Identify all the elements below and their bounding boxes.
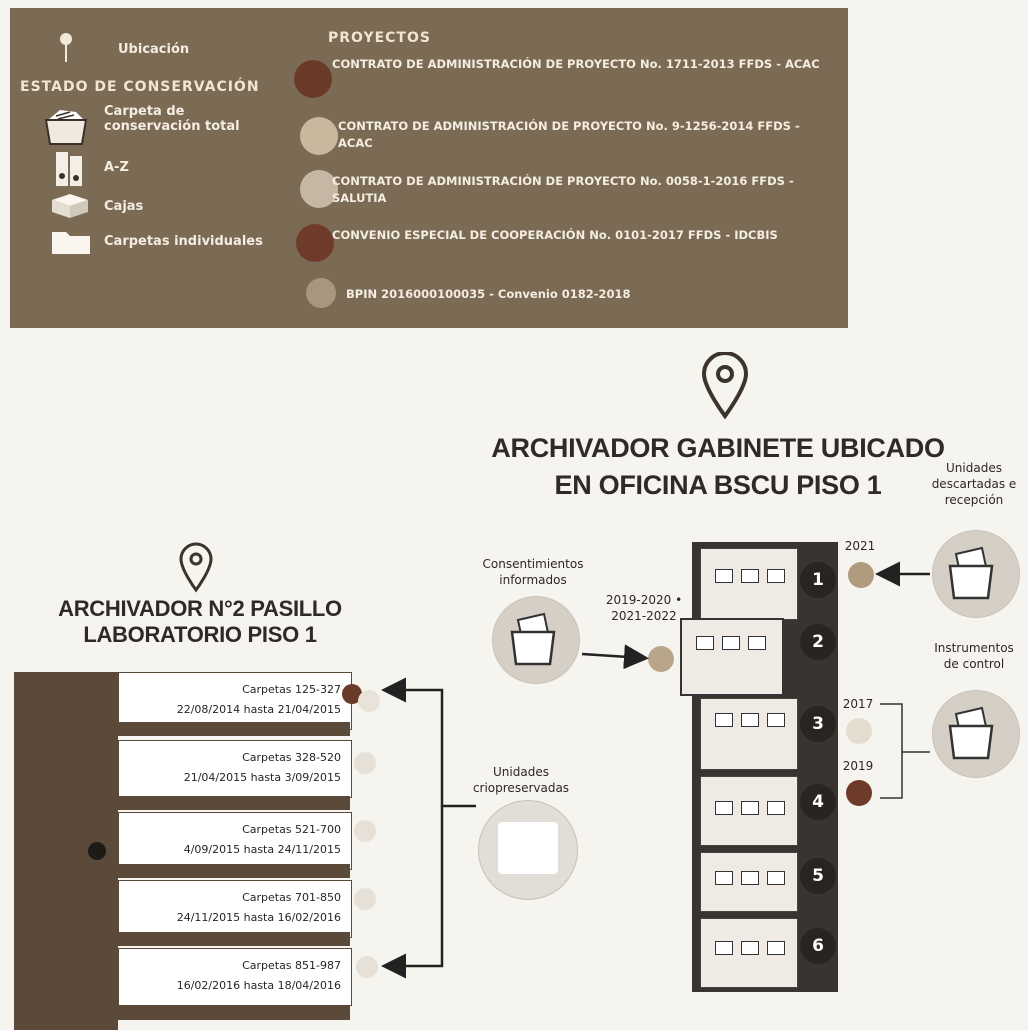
consent-years: 2019-2020 • 2021-2022 (605, 593, 683, 623)
cabinet-drawer (700, 852, 798, 912)
archive2-title-line2: LABORATORIO PISO 1 (83, 622, 317, 647)
crio-box-icon (498, 822, 558, 874)
shelf-board (118, 722, 350, 736)
shelf-board (118, 1006, 350, 1020)
box-icon (52, 194, 88, 218)
crio-label: Unidades criopreservadas (472, 765, 570, 795)
legend-panel (10, 8, 848, 328)
project-marker (354, 820, 376, 842)
shelf-board (118, 932, 350, 946)
consent-label: Consentimientos informados (482, 557, 584, 587)
project-color-swatch (300, 117, 338, 155)
shelf-folders: Carpetas 328-520 (242, 751, 341, 764)
instrumentos-label: Instrumentos de control (934, 641, 1014, 671)
shelf-segment: Carpetas 328-520 21/04/2015 hasta 3/09/2… (118, 740, 352, 798)
legend-estado-label: Carpeta de conservación total (104, 104, 240, 134)
shelf-dates: 24/11/2015 hasta 16/02/2016 (176, 911, 341, 924)
folder-document-icon (510, 612, 556, 666)
cabinet-drawer-open (680, 618, 784, 696)
cabinet-drawer (700, 548, 798, 620)
shelf-folders: Carpetas 851-987 (242, 959, 341, 972)
project-color-swatch (306, 278, 336, 308)
drawer-number: 1 (800, 562, 836, 598)
drawer-number: 2 (800, 624, 836, 660)
folder-document-icon (948, 706, 994, 760)
binder-icon (56, 152, 82, 186)
project-marker (342, 684, 362, 704)
project-color-swatch (296, 224, 334, 262)
project-marker (848, 562, 874, 588)
folder-icon (52, 232, 90, 254)
location-pin-icon (60, 33, 72, 62)
legend-proyectos-title: PROYECTOS (328, 30, 431, 46)
cabinet-title: ARCHIVADOR GABINETE UBICADO EN OFICINA B… (478, 430, 958, 504)
project-marker (354, 888, 376, 910)
cabinet-drawer (700, 776, 798, 846)
shelf-dates: 16/02/2016 hasta 18/04/2016 (176, 979, 341, 992)
shelf-board (118, 864, 350, 878)
cabinet-title-line2: EN OFICINA BSCU PISO 1 (554, 470, 882, 500)
location-pin-icon (701, 352, 749, 420)
project-marker (356, 956, 378, 978)
legend-estado-title: ESTADO DE CONSERVACIÓN (20, 79, 260, 95)
legend-estado-label: Cajas (104, 199, 144, 214)
legend-estado-label: Carpetas individuales (104, 234, 263, 249)
project-label: BPIN 2016000100035 - Convenio 0182-2018 (346, 287, 631, 301)
cabinet-title-line1: ARCHIVADOR GABINETE UBICADO (491, 433, 945, 463)
shelf-folders: Carpetas 125-327 (242, 683, 341, 696)
door-knob (88, 842, 106, 860)
project-color-swatch (294, 60, 332, 98)
shelf-dates: 21/04/2015 hasta 3/09/2015 (183, 771, 341, 784)
year-label: 2017 (842, 697, 874, 711)
shelf-segment: Carpetas 701-850 24/11/2015 hasta 16/02/… (118, 880, 352, 938)
drawer-number: 6 (800, 928, 836, 964)
legend-ubicacion: Ubicación (118, 42, 190, 57)
shelf-board (118, 796, 350, 810)
project-marker (846, 718, 872, 744)
shelf-dates: 22/08/2014 hasta 21/04/2015 (176, 703, 341, 716)
project-color-swatch (300, 170, 338, 208)
shelf-folders: Carpetas 521-700 (242, 823, 341, 836)
cabinet-drawer (700, 918, 798, 988)
drawer-number: 3 (800, 706, 836, 742)
drawer-number: 5 (800, 858, 836, 894)
folder-open-icon (44, 110, 88, 145)
project-label: CONVENIO ESPECIAL DE COOPERACIÓN No. 010… (332, 228, 778, 242)
project-label: CONTRATO DE ADMINISTRACIÓN DE PROYECTO N… (332, 57, 820, 71)
drawer-number: 4 (800, 784, 836, 820)
discarded-label: Unidades descartadas e recepción (931, 461, 1017, 507)
location-pin-icon (179, 542, 213, 593)
project-marker (358, 690, 380, 712)
shelf-dates: 4/09/2015 hasta 24/11/2015 (183, 843, 341, 856)
shelf-segment: Carpetas 851-987 16/02/2016 hasta 18/04/… (118, 948, 352, 1006)
project-marker (648, 646, 674, 672)
year-label: 2019 (842, 759, 874, 773)
year-label: 2021 (844, 539, 876, 553)
archive2-title: ARCHIVADOR N°2 PASILLO LABORATORIO PISO … (20, 596, 380, 648)
shelf-folders: Carpetas 701-850 (242, 891, 341, 904)
folder-document-icon (948, 546, 994, 600)
cabinet-drawer (700, 698, 798, 770)
shelf-segment: Carpetas 521-700 4/09/2015 hasta 24/11/2… (118, 812, 352, 870)
project-marker (354, 752, 376, 774)
project-label: CONTRATO DE ADMINISTRACIÓN DE PROYECTO N… (338, 119, 800, 150)
project-marker (846, 780, 872, 806)
project-label: CONTRATO DE ADMINISTRACIÓN DE PROYECTO N… (332, 174, 794, 205)
shelf-segment: Carpetas 125-327 22/08/2014 hasta 21/04/… (118, 672, 352, 730)
archive2-title-line1: ARCHIVADOR N°2 PASILLO (58, 596, 342, 621)
legend-estado-label: A-Z (104, 160, 129, 175)
